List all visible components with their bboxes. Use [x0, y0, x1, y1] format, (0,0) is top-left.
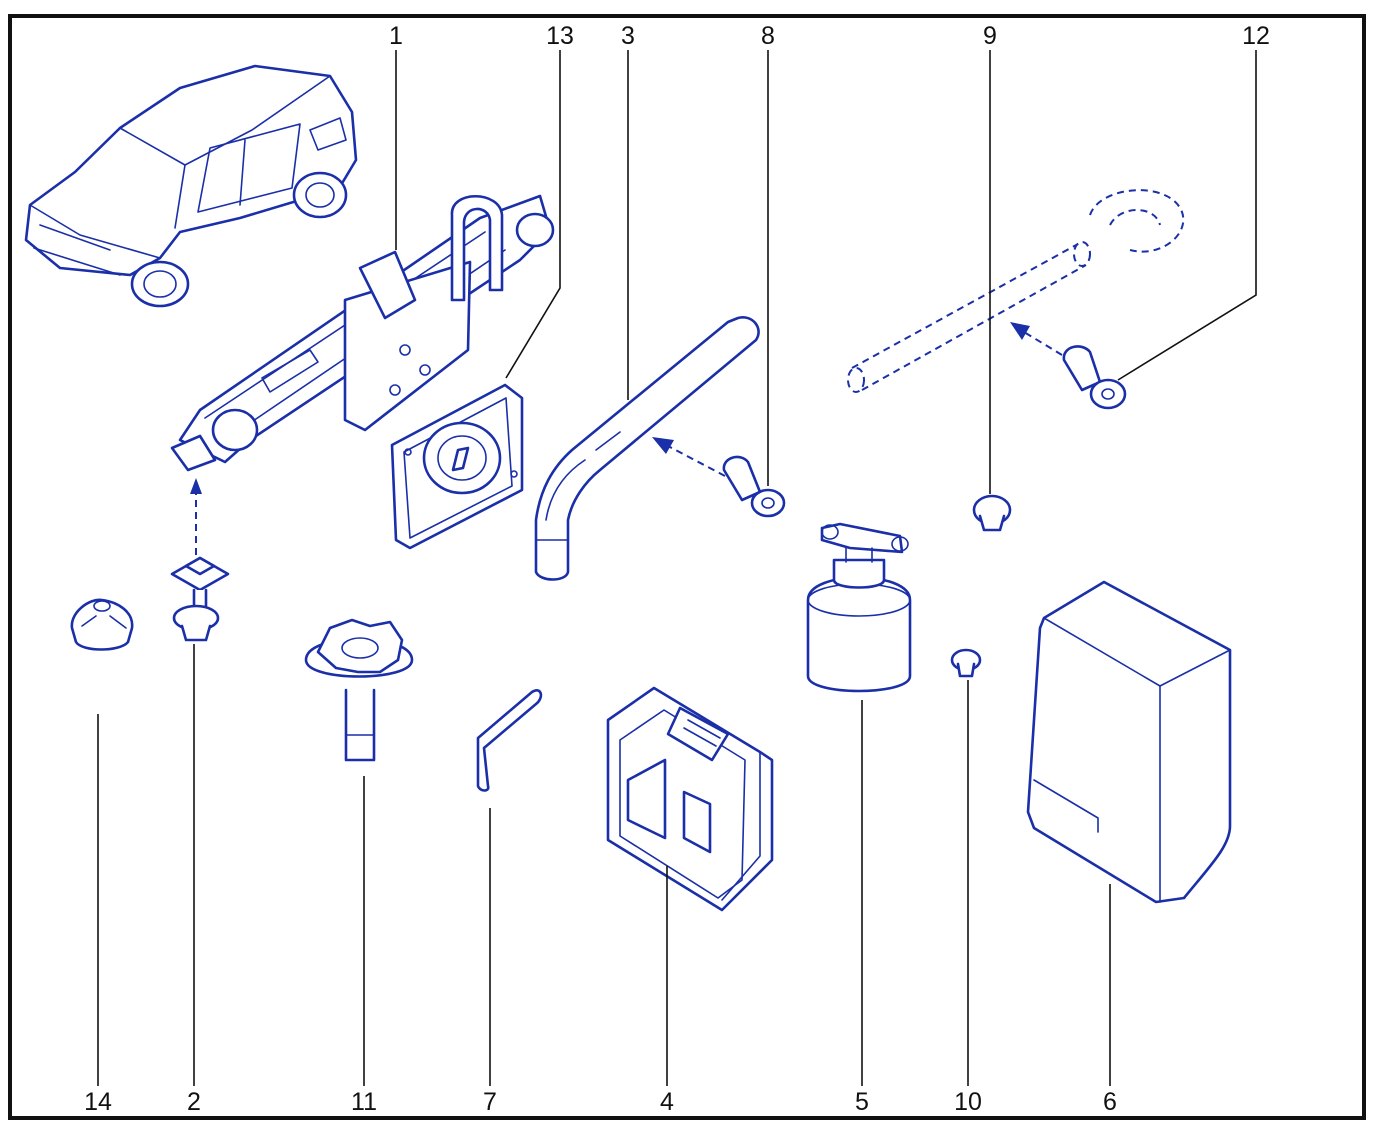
callout-4: 4 — [660, 1088, 674, 1116]
tow-hook-part — [847, 189, 1185, 393]
callout-11: 11 — [351, 1088, 377, 1116]
callout-10: 10 — [954, 1088, 982, 1116]
compressor-part — [606, 686, 774, 912]
nut-part — [70, 598, 134, 651]
bolt-part-2 — [170, 556, 230, 642]
wheel-brace-part — [534, 316, 760, 581]
callout-labels: 1 13 3 8 9 12 14 2 11 7 4 5 10 6 — [84, 22, 1270, 1116]
assembly-arrows — [190, 322, 1063, 555]
callout-7: 7 — [483, 1088, 497, 1116]
callout-3: 3 — [621, 22, 635, 50]
clip-part-8 — [722, 455, 786, 518]
callout-12: 12 — [1242, 22, 1270, 50]
callout-13: 13 — [546, 22, 574, 50]
storage-box-part — [1026, 580, 1232, 904]
callout-14: 14 — [84, 1088, 112, 1116]
plug-part-9 — [972, 494, 1012, 532]
jack-part — [170, 194, 555, 472]
callout-1: 1 — [389, 22, 403, 50]
callout-2: 2 — [187, 1088, 201, 1116]
car-illustration — [24, 64, 358, 308]
diagram-frame — [8, 14, 1366, 1120]
callout-6: 6 — [1103, 1088, 1117, 1116]
callout-8: 8 — [761, 22, 775, 50]
callout-5: 5 — [855, 1088, 869, 1116]
plug-part-10 — [950, 648, 982, 678]
callout-9: 9 — [983, 22, 997, 50]
leader-lines — [97, 50, 1257, 1086]
spare-fastener-part — [304, 618, 414, 762]
sealant-bottle-part — [806, 522, 912, 693]
plate-part — [390, 383, 524, 550]
clip-part-12 — [1062, 345, 1127, 410]
hook-wire-part — [476, 689, 543, 792]
